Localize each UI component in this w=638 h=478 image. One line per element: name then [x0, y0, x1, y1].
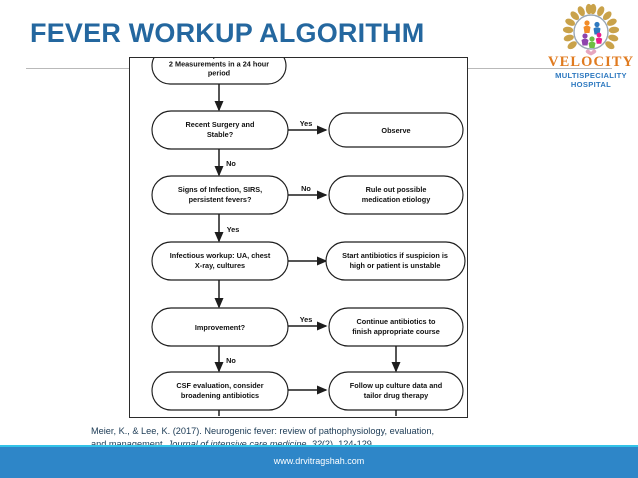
- svg-text:Stable?: Stable?: [207, 130, 234, 139]
- flow-node-improvement: Improvement?: [151, 307, 289, 347]
- flowchart-diagram: Temp > 38.3 2 Measurements in a 24 hour …: [151, 58, 466, 416]
- svg-text:X-ray, cultures: X-ray, cultures: [195, 261, 245, 270]
- edge-label-improve-yes: Yes: [300, 315, 313, 324]
- citation: Meier, K., & Lee, K. (2017). Neurogenic …: [91, 425, 531, 451]
- svg-text:Follow up culture data and: Follow up culture data and: [350, 381, 442, 390]
- logo-subtitle-line2: HOSPITAL: [570, 80, 612, 89]
- svg-text:Temp > 38.3: Temp > 38.3: [198, 58, 239, 60]
- svg-text:tailor drug therapy: tailor drug therapy: [364, 391, 429, 400]
- svg-text:broadening antibiotics: broadening antibiotics: [181, 391, 259, 400]
- footer-accent-line: [0, 445, 638, 447]
- svg-text:persistent fevers?: persistent fevers?: [189, 195, 252, 204]
- citation-line1: Meier, K., & Lee, K. (2017). Neurogenic …: [91, 426, 435, 436]
- edge-label-sirs-no: No: [301, 184, 311, 193]
- citation-line2-prefix: and management.: [91, 439, 168, 449]
- flow-node-infectious-workup: Infectious workup: UA, chest X-ray, cult…: [151, 241, 289, 281]
- svg-text:CSF evaluation, consider: CSF evaluation, consider: [176, 381, 263, 390]
- laurel-wreath-icon: [562, 3, 620, 56]
- footer-bar: [0, 445, 638, 478]
- people-figures-icon: [581, 20, 603, 48]
- svg-text:Recent Surgery and: Recent Surgery and: [186, 120, 255, 129]
- flow-node-signs-of-infection: Signs of Infection, SIRS, persistent fev…: [151, 175, 289, 215]
- svg-text:Observe: Observe: [381, 126, 410, 135]
- flow-node-csf-evaluation: CSF evaluation, consider broadening anti…: [151, 371, 289, 411]
- flow-node-start: Temp > 38.3 2 Measurements in a 24 hour …: [151, 58, 287, 85]
- citation-line2-suffix: (2), 124-129.: [321, 439, 375, 449]
- edge-label-surgery-no: No: [226, 159, 236, 168]
- edge-label-sirs-yes: Yes: [227, 225, 240, 234]
- logo-subtitle-line1: MULTISPECIALITY: [555, 71, 627, 80]
- page-title: FEVER WORKUP ALGORITHM: [30, 18, 425, 48]
- footer-website-url: www.drvitragshah.com: [273, 456, 365, 466]
- velocity-hospital-logo: VELOCITY MULTISPECIALITY HOSPITAL: [548, 2, 634, 94]
- svg-text:Improvement?: Improvement?: [195, 323, 246, 332]
- svg-text:Rule out possible: Rule out possible: [366, 185, 427, 194]
- fever-workup-flowchart: Temp > 38.3 2 Measurements in a 24 hour …: [129, 57, 468, 418]
- flow-node-recent-surgery: Recent Surgery and Stable?: [151, 110, 289, 150]
- flow-node-observe: Observe: [328, 112, 464, 148]
- svg-text:medication etiology: medication etiology: [362, 195, 431, 204]
- flow-node-start-antibiotics: Start antibiotics if suspicion is high o…: [325, 241, 466, 281]
- edge-label-improve-no: No: [226, 356, 236, 365]
- flow-node-rule-out-medication: Rule out possible medication etiology: [328, 175, 464, 215]
- svg-text:Continue antibiotics to: Continue antibiotics to: [356, 317, 436, 326]
- svg-text:Infectious workup: UA, chest: Infectious workup: UA, chest: [170, 251, 271, 260]
- svg-text:period: period: [208, 69, 230, 78]
- flow-node-continue-antibiotics: Continue antibiotics to finish appropria…: [328, 307, 464, 347]
- svg-text:Signs of Infection, SIRS,: Signs of Infection, SIRS,: [178, 185, 262, 194]
- svg-text:2 Measurements in a 24 hour: 2 Measurements in a 24 hour: [169, 60, 269, 69]
- citation-journal: Journal of intensive care medicine, 32: [167, 439, 322, 449]
- flow-node-follow-up-culture: Follow up culture data and tailor drug t…: [328, 371, 464, 411]
- edge-label-surgery-yes: Yes: [300, 119, 313, 128]
- svg-text:finish appropriate course: finish appropriate course: [352, 327, 440, 336]
- svg-text:Start antibiotics if suspicion: Start antibiotics if suspicion is: [342, 251, 448, 260]
- logo-brand-text: VELOCITY: [548, 54, 635, 70]
- svg-text:high or patient is unstable: high or patient is unstable: [350, 261, 441, 270]
